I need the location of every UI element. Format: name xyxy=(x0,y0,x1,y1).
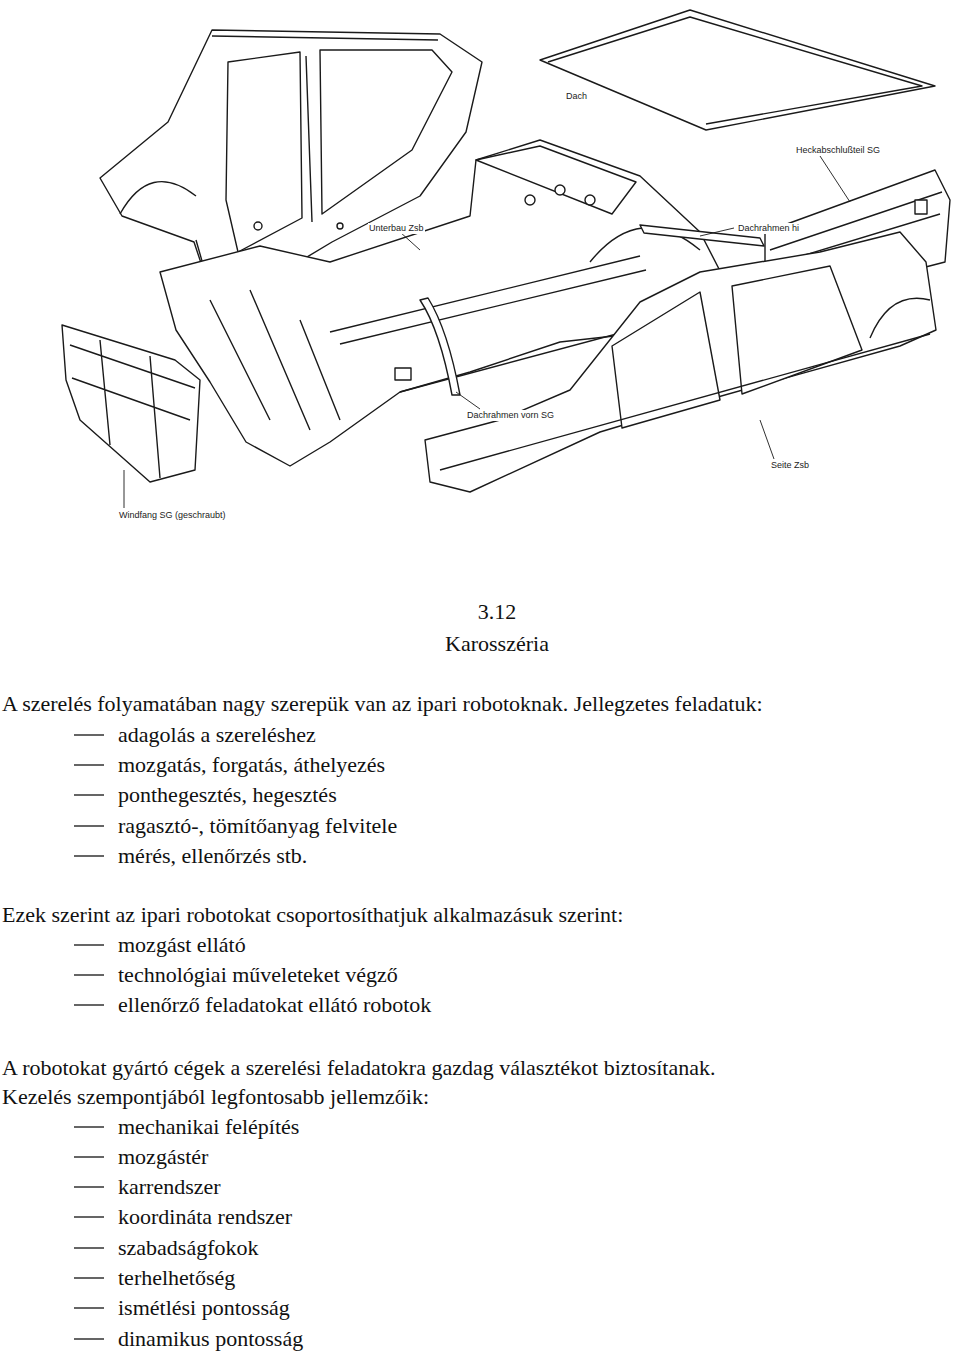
part-label: Unterbau Zsb xyxy=(368,223,425,234)
list-dash xyxy=(74,764,104,765)
list-item: ellenőrző feladatokat ellátó robotok xyxy=(118,992,431,1018)
hole xyxy=(525,195,535,205)
right-side-panel xyxy=(425,232,936,492)
list-item: terhelhetőség xyxy=(118,1265,235,1291)
list-item: karrendszer xyxy=(118,1174,221,1200)
list-dash xyxy=(74,734,104,735)
list-item: mozgatás, forgatás, áthelyezés xyxy=(118,752,385,778)
paragraph: Kezelés szempontjából legfontosabb jelle… xyxy=(2,1084,429,1110)
part-label: Seite Zsb xyxy=(770,460,810,471)
list-dash xyxy=(74,1338,104,1339)
list-item: ismétlési pontosság xyxy=(118,1295,290,1321)
hole xyxy=(254,222,262,230)
list-item: mozgást ellátó xyxy=(118,932,246,958)
leader-line xyxy=(700,228,734,236)
list-dash xyxy=(74,1277,104,1278)
wheel-arch xyxy=(870,298,930,338)
door-opening xyxy=(732,266,862,394)
tunnel xyxy=(330,256,646,344)
leader-line xyxy=(400,232,420,250)
hole xyxy=(555,185,565,195)
leader-line xyxy=(124,470,125,508)
roof-edge xyxy=(548,17,922,124)
part-label: Dachrahmen vorn SG xyxy=(466,410,555,421)
list-dash xyxy=(74,1126,104,1127)
front-roof-frame xyxy=(420,298,460,395)
crossbar xyxy=(70,340,195,478)
list-item: dinamikus pontosság xyxy=(118,1326,303,1352)
engine-rail xyxy=(210,290,340,430)
door-opening xyxy=(320,50,452,214)
list-dash xyxy=(74,1247,104,1248)
list-dash xyxy=(74,1216,104,1217)
sill xyxy=(440,334,930,470)
roof-panel xyxy=(540,10,935,130)
list-item: mérés, ellenőrzés stb. xyxy=(118,843,307,869)
list-item: szabadságfokok xyxy=(118,1235,259,1261)
part-label: Heckabschlußteil SG xyxy=(795,145,881,156)
panel-outline xyxy=(62,325,200,482)
wheel-arch xyxy=(120,182,196,214)
part-label: Windfang SG (geschraubt) xyxy=(118,510,227,521)
roof-outline xyxy=(540,10,935,130)
list-dash xyxy=(74,1307,104,1308)
hole xyxy=(337,223,343,229)
list-dash xyxy=(74,825,104,826)
paragraph: A robotokat gyártó cégek a szerelési fel… xyxy=(2,1055,715,1081)
part-label: Dach xyxy=(565,91,588,102)
panel-outline xyxy=(425,232,936,492)
figure-caption: 3.12 Karosszéria xyxy=(432,596,562,660)
list-item: ragasztó-, tömítőanyag felvitele xyxy=(118,813,397,839)
door-opening xyxy=(226,52,302,252)
list-item: adagolás a szereléshez xyxy=(118,722,316,748)
list-item: mechanikai felépítés xyxy=(118,1114,299,1140)
list-dash xyxy=(74,974,104,975)
front-panel xyxy=(62,325,200,482)
list-dash xyxy=(74,944,104,945)
hole xyxy=(915,200,927,214)
list-dash xyxy=(74,794,104,795)
part-label: Dachrahmen hi xyxy=(737,223,800,234)
list-item: ponthegesztés, hegesztés xyxy=(118,782,337,808)
list-dash xyxy=(74,1186,104,1187)
list-dash xyxy=(74,1004,104,1005)
hole xyxy=(585,195,595,205)
leader-line xyxy=(456,392,480,409)
hole xyxy=(395,368,411,380)
list-item: koordináta rendszer xyxy=(118,1204,292,1230)
paragraph: Ezek szerint az ipari robotokat csoporto… xyxy=(2,902,623,928)
list-dash xyxy=(74,855,104,856)
rear-shelf xyxy=(476,146,636,214)
leader-line xyxy=(820,156,850,202)
leader-line xyxy=(760,420,774,459)
list-item: technológiai műveleteket végző xyxy=(118,962,398,988)
list-item: mozgástér xyxy=(118,1144,208,1170)
paragraph: A szerelés folyamatában nagy szerepük va… xyxy=(2,691,763,717)
list-dash xyxy=(74,1156,104,1157)
